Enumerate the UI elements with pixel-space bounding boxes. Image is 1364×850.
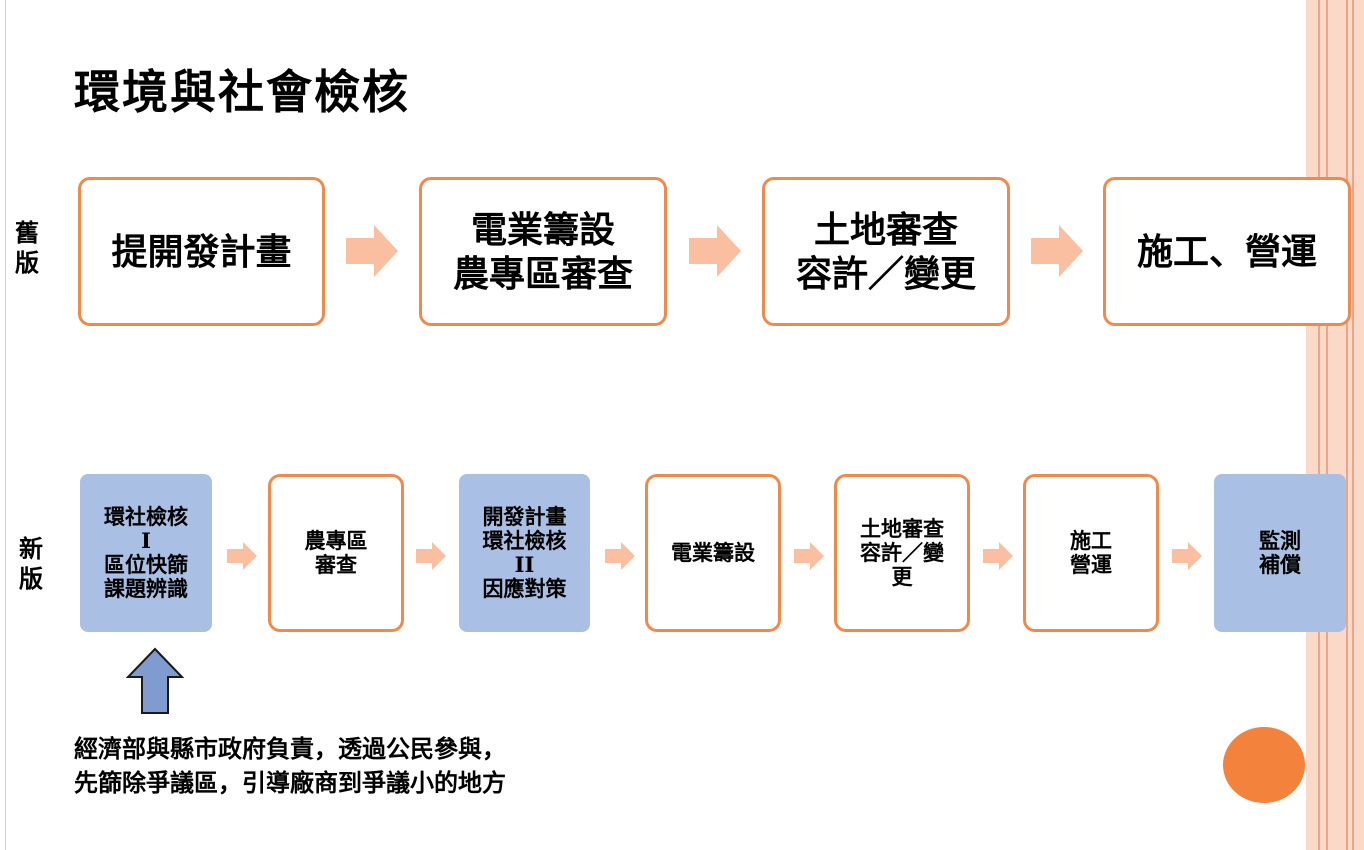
old-step-2: 電業籌設 農專區審查 [419,177,667,326]
old-step-3: 土地審查 容許／變更 [762,177,1010,326]
new-step-5: 土地審查 容許／變 更 [834,474,970,632]
old-arrow-2 [689,225,741,277]
new-arrow-5 [983,542,1013,570]
new-step-7: 監測 補償 [1214,474,1346,632]
new-version-label: 新 版 [19,534,43,593]
new-step-6: 施工 營運 [1023,474,1159,632]
new-step-4: 電業籌設 [645,474,781,632]
new-arrow-3 [605,542,635,570]
new-arrow-4 [794,542,824,570]
page-title: 環境與社會檢核 [74,65,410,119]
left-rule [5,0,6,850]
old-arrow-3 [1031,225,1083,277]
new-arrow-2 [416,542,446,570]
new-arrow-6 [1172,542,1202,570]
right-decoration [1306,0,1364,850]
decorative-circle [1223,727,1305,803]
old-version-label: 舊 版 [15,218,39,277]
up-arrow [126,647,184,714]
old-step-4: 施工、營運 [1103,177,1351,326]
new-step-2: 農專區 審查 [268,474,404,632]
old-arrow-1 [346,225,398,277]
new-step-1: 環社檢核 I 區位快篩 課題辨識 [80,474,212,632]
new-step-3: 開發計畫 環社檢核 II 因應對策 [459,474,590,632]
responsibility-note: 經濟部與縣市政府負責，透過公民參與， 先篩除爭議區，引導廠商到爭議小的地方 [74,734,506,797]
old-step-1: 提開發計畫 [78,177,325,326]
new-arrow-1 [227,542,257,570]
